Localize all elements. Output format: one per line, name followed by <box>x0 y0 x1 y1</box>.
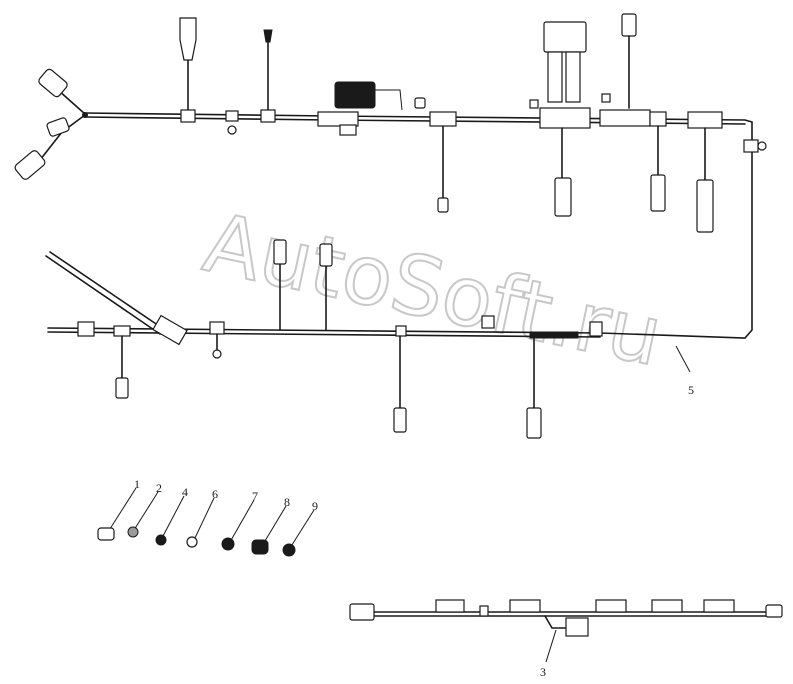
bottom-connector-4 <box>651 599 683 613</box>
bottom-left-connector <box>349 603 375 621</box>
down-connector-2 <box>554 177 572 217</box>
bottom-harness <box>349 599 783 637</box>
canister-right <box>565 51 581 103</box>
junction-box-5 <box>599 109 651 127</box>
junction-box-8 <box>113 325 131 337</box>
callout-8: 8 <box>284 495 290 509</box>
right-bracket <box>743 139 759 153</box>
part-6-ring <box>186 536 198 548</box>
part-2-grommet <box>127 526 139 538</box>
clip-4 <box>589 321 603 337</box>
callout-7: 7 <box>252 489 258 503</box>
part-1-pin <box>97 527 115 541</box>
part-4-cap <box>155 534 167 546</box>
clip-3 <box>209 321 225 335</box>
up-connector-2 <box>319 243 333 267</box>
shielded-segment <box>529 331 579 339</box>
relay-base <box>317 111 359 127</box>
bottom-right-connector <box>765 604 783 618</box>
clip-1 <box>225 110 239 122</box>
bottom-connector-3 <box>595 599 627 613</box>
left-connector-lower <box>14 150 46 180</box>
relay-block <box>334 81 376 109</box>
callout-5: 5 <box>688 383 694 397</box>
callout-9: 9 <box>312 499 318 513</box>
tall-plug-connector <box>179 17 197 61</box>
probe-sensor <box>263 29 273 43</box>
left-connector-upper <box>38 68 68 98</box>
bottom-connector-2 <box>509 599 541 613</box>
top-right-connector <box>621 13 637 37</box>
top-harness <box>14 13 767 339</box>
bottom-connector-1 <box>435 599 465 613</box>
bottom-connector-5 <box>703 599 735 613</box>
part-9-plug <box>282 543 296 557</box>
clip-2 <box>77 321 95 337</box>
down-connector-5 <box>115 377 129 399</box>
canister-sensor-head <box>543 21 587 53</box>
junction-box-7 <box>687 111 723 129</box>
small-parts: 1 2 4 6 7 8 9 <box>97 477 318 557</box>
left-connector-middle <box>46 117 70 137</box>
callout-5-leader <box>675 345 691 373</box>
middle-harness <box>45 239 603 439</box>
junction-box-1 <box>180 109 196 123</box>
junction-box-3 <box>429 111 457 127</box>
bottom-junction <box>565 617 589 637</box>
watermark-text: AutoSoft.ru <box>196 196 670 385</box>
callout-3-leader <box>545 629 557 663</box>
down-connector-4 <box>696 179 714 233</box>
junction-box-6 <box>649 111 667 127</box>
callout-2: 2 <box>156 481 162 495</box>
canister-left <box>547 51 563 103</box>
down-connector-3 <box>650 174 666 212</box>
down-connector-7 <box>526 407 542 439</box>
part-8-connector <box>251 539 269 555</box>
end-plug-1 <box>437 197 449 213</box>
callout-4: 4 <box>182 485 188 499</box>
relay-connector <box>339 124 357 136</box>
up-connector-1 <box>273 239 287 265</box>
diagonal-arm-mount <box>152 314 188 346</box>
junction-box-2 <box>260 109 276 123</box>
down-connector-6 <box>393 407 407 433</box>
callout-3: 3 <box>540 665 546 679</box>
callout-1: 1 <box>134 477 140 491</box>
junction-box-4 <box>539 107 591 129</box>
callout-6: 6 <box>212 487 218 501</box>
part-7-plug <box>221 537 235 551</box>
